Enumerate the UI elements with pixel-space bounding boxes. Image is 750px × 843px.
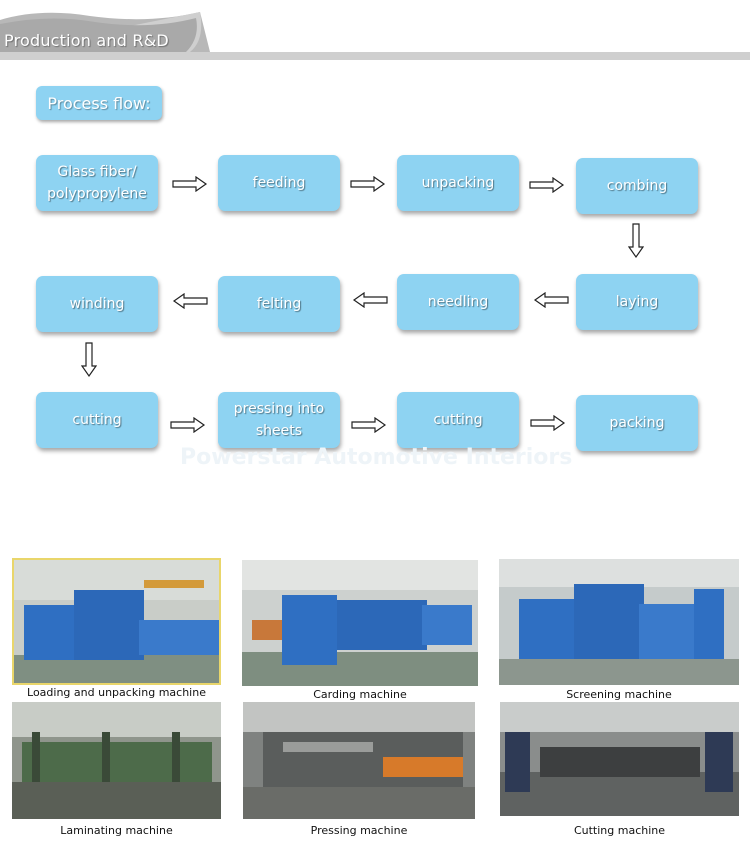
caption-cutting: Cutting machine (573, 824, 666, 837)
arrow-right-icon (351, 417, 387, 433)
caption-laminating: Laminating machine (60, 824, 173, 837)
step-glass-fiber: Glass fiber/ polypropylene (36, 155, 158, 211)
arrow-right-icon (170, 417, 206, 433)
header-banner-shape (0, 12, 750, 60)
photo-screening-machine (499, 559, 739, 685)
step-felting: felting (218, 276, 340, 332)
step-pressing-sheets: pressing into sheets (218, 392, 340, 448)
arrow-right-icon (529, 177, 565, 193)
photo-loading-unpacking-machine (12, 558, 221, 685)
photo-carding-machine (242, 560, 478, 686)
arrow-down-icon (81, 342, 97, 378)
step-cutting-1: cutting (36, 392, 158, 448)
photo-pressing-machine (243, 702, 475, 819)
caption-screening: Screening machine (566, 688, 672, 701)
arrow-left-icon (533, 292, 569, 308)
arrow-down-icon (628, 223, 644, 259)
step-laying: laying (576, 274, 698, 330)
photo-laminating-machine (12, 702, 221, 819)
arrow-right-icon (172, 176, 208, 192)
photo-cutting-machine (500, 702, 739, 816)
arrow-right-icon (350, 176, 386, 192)
page-title: Production and R&D (4, 31, 169, 50)
arrow-left-icon (172, 293, 208, 309)
step-unpacking: unpacking (397, 155, 519, 211)
arrow-right-icon (530, 415, 566, 431)
watermark: Powerstar Automotive Interiors (180, 445, 573, 470)
arrow-left-icon (352, 292, 388, 308)
step-winding: winding (36, 276, 158, 332)
process-flow-label: Process flow: (36, 86, 162, 120)
step-packing: packing (576, 395, 698, 451)
step-combing: combing (576, 158, 698, 214)
caption-loading-unpacking: Loading and unpacking machine (27, 686, 206, 699)
section-header: Production and R&D (0, 0, 750, 60)
caption-carding: Carding machine (313, 688, 407, 701)
caption-pressing: Pressing machine (310, 824, 408, 837)
step-cutting-2: cutting (397, 392, 519, 448)
step-feeding: feeding (218, 155, 340, 211)
step-needling: needling (397, 274, 519, 330)
